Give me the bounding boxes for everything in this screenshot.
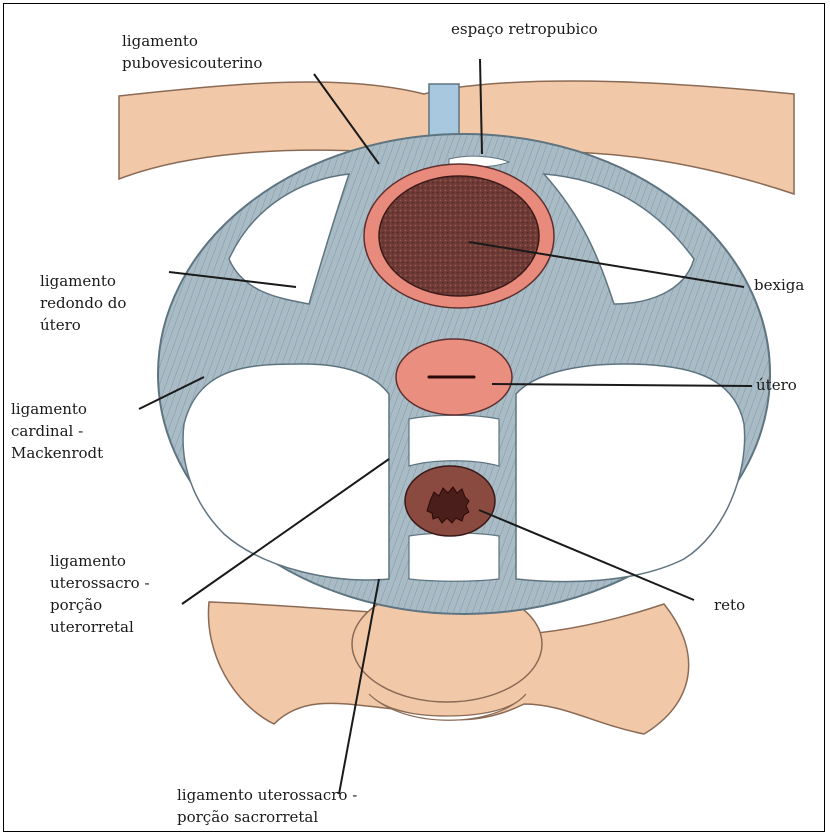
bladder-lumen (379, 176, 539, 296)
space-retrorectal (409, 533, 499, 581)
label-reto: reto (714, 594, 745, 616)
label-ligamento-pubovesicouterino: ligamento pubovesicouterino (122, 30, 262, 74)
label-espaco-retropubico: espaço retropubico (451, 18, 598, 40)
label-ligamento-cardinal: ligamento cardinal - Mackenrodt (11, 398, 103, 464)
rectal-lumen (427, 487, 469, 523)
label-ligamento-uterorretal: ligamento uterossacro - porção uterorret… (50, 550, 150, 638)
space-right-lower (516, 364, 745, 582)
figure-frame: ligamento pubovesicouterino espaço retro… (3, 3, 825, 832)
space-retrouterine (409, 415, 499, 466)
pelvic-ligaments-diagram (4, 4, 826, 833)
label-utero: útero (756, 374, 797, 396)
label-bexiga: bexiga (754, 274, 804, 296)
space-left-lower (183, 364, 389, 580)
label-ligamento-redondo: ligamento redondo do útero (40, 270, 126, 336)
label-ligamento-sacrorretal: ligamento uterossacro - porção sacrorret… (177, 784, 357, 828)
